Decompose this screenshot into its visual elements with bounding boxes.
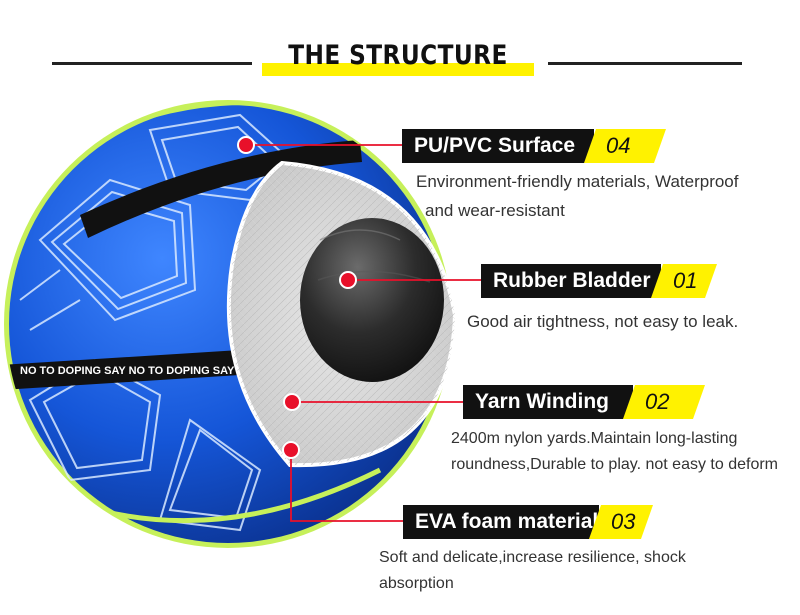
layer-name: PU/PVC Surface <box>402 129 594 163</box>
layer-name: Yarn Winding <box>463 385 633 419</box>
header-line-left <box>52 62 252 65</box>
description-yarn-winding: 2400m nylon yards.Maintain long-lasting … <box>451 426 778 478</box>
description-eva-foam-material: Soft and delicate,increase resilience, s… <box>379 545 686 597</box>
header-highlight <box>262 63 534 76</box>
description-line: Soft and delicate,increase resilience, s… <box>379 549 686 566</box>
description-line: 2400m nylon yards.Maintain long-lasting <box>451 430 738 447</box>
section-header: THE STRUCTURE <box>0 35 800 80</box>
pointer-lines <box>246 144 481 522</box>
description-rubber-bladder: Good air tightness, not easy to leak. <box>467 307 738 336</box>
description-line: Environment-friendly materials, Waterpro… <box>416 172 739 191</box>
bladder-layer <box>300 218 444 382</box>
layer-number: 01 <box>651 264 717 298</box>
description-line: roundness,Durable to play. not easy to d… <box>451 456 778 473</box>
page-title: THE STRUCTURE <box>288 40 508 71</box>
description-pu-pvc-surface: Environment-friendly materials, Waterpro… <box>416 167 739 225</box>
layer-name: EVA foam material <box>403 505 599 539</box>
description-line: Good air tightness, not easy to leak. <box>467 312 739 331</box>
header-line-right <box>548 62 742 65</box>
description-line: and wear-resistant <box>425 201 565 220</box>
layer-number: 04 <box>584 129 666 163</box>
layer-number: 03 <box>589 505 653 539</box>
description-line: absorption <box>379 575 454 592</box>
layer-number: 02 <box>623 385 705 419</box>
pointer-dots <box>237 136 357 459</box>
layer-name: Rubber Bladder <box>481 264 661 298</box>
